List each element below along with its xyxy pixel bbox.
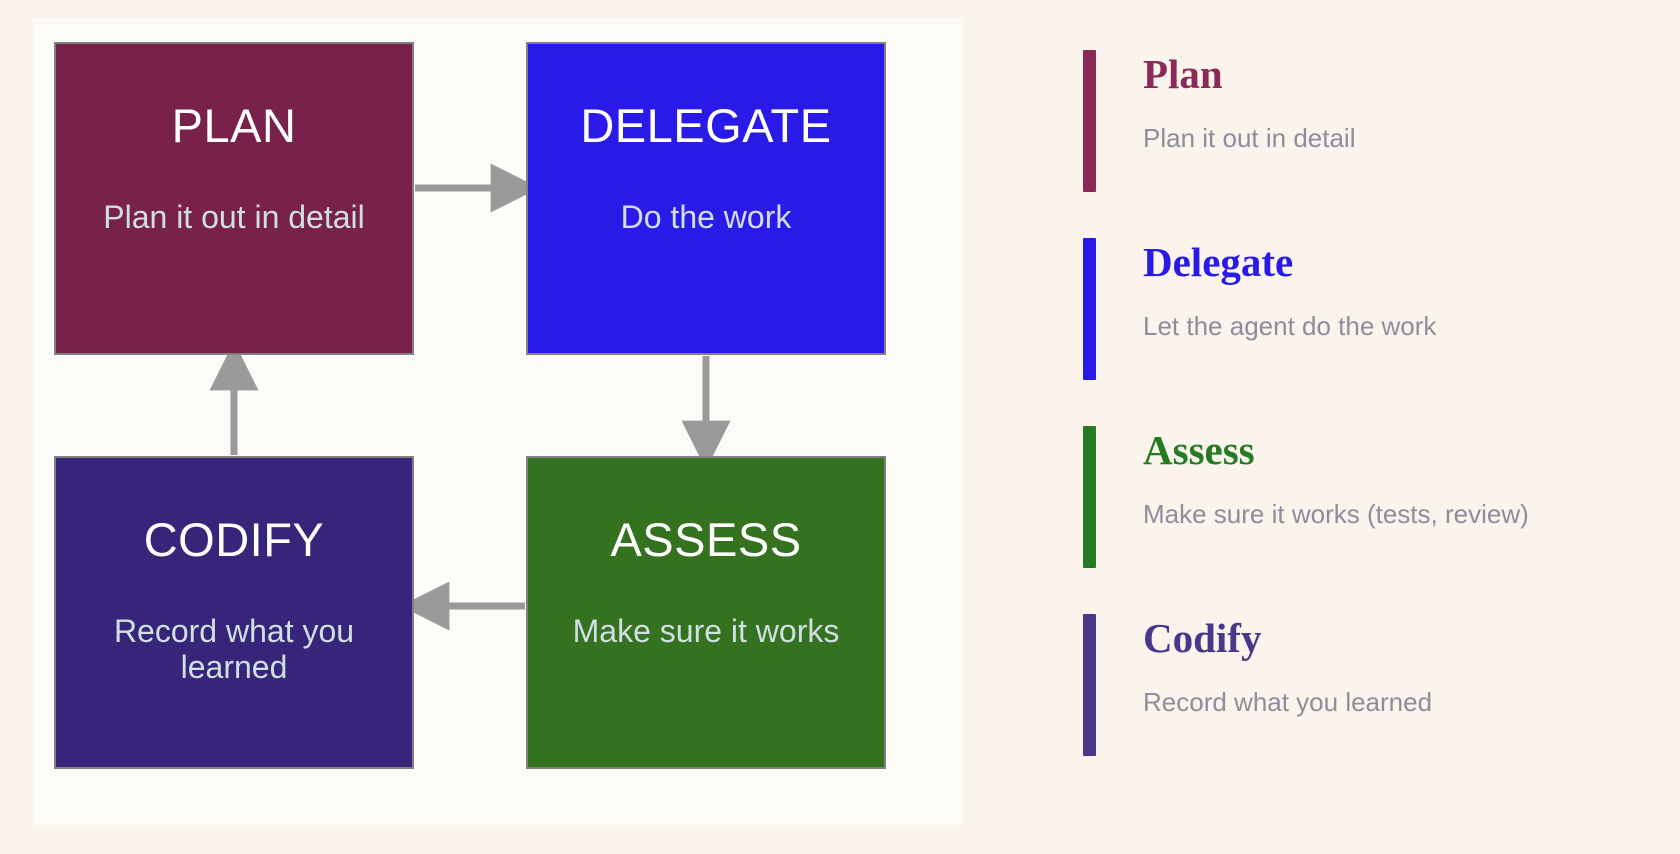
legend-item-delegate[interactable]: Delegate Let the agent do the work <box>1083 238 1436 380</box>
node-delegate-title: DELEGATE <box>580 99 832 152</box>
legend-desc-plan: Plan it out in detail <box>1143 123 1356 153</box>
node-assess[interactable]: ASSESS Make sure it works <box>526 456 886 769</box>
legend-item-codify[interactable]: Codify Record what you learned <box>1083 614 1432 756</box>
diagram-canvas: PLAN Plan it out in detail DELEGATE Do t… <box>33 18 963 825</box>
node-codify-title: CODIFY <box>143 513 325 566</box>
node-plan-title: PLAN <box>171 99 297 152</box>
legend-desc-codify: Record what you learned <box>1143 687 1433 717</box>
legend-accent-bar-assess <box>1083 426 1096 568</box>
node-plan-subtitle: Plan it out in detail <box>103 199 365 235</box>
legend-accent-bar-delegate <box>1083 238 1096 380</box>
legend-accent-bar-plan <box>1083 50 1096 192</box>
legend-accent-bar-codify <box>1083 614 1096 756</box>
legend-text-plan: Plan Plan it out in detail <box>1096 50 1355 192</box>
node-codify-subtitle: Record what you learned <box>113 613 355 686</box>
legend-title-plan: Plan <box>1143 51 1223 97</box>
legend-desc-delegate: Let the agent do the work <box>1143 311 1437 341</box>
node-assess-subtitle: Make sure it works <box>572 613 840 649</box>
legend-item-plan[interactable]: Plan Plan it out in detail <box>1083 50 1355 192</box>
legend-desc-assess: Make sure it works (tests, review) <box>1143 499 1529 529</box>
legend-item-assess[interactable]: Assess Make sure it works (tests, review… <box>1083 426 1529 568</box>
legend-title-assess: Assess <box>1143 427 1255 473</box>
legend-title-delegate: Delegate <box>1143 239 1294 285</box>
node-codify[interactable]: CODIFY Record what you learned <box>54 456 414 769</box>
node-delegate-subtitle: Do the work <box>620 199 792 235</box>
node-plan[interactable]: PLAN Plan it out in detail <box>54 42 414 355</box>
legend-panel: Plan Plan it out in detail Delegate Let … <box>1083 0 1643 854</box>
legend-text-delegate: Delegate Let the agent do the work <box>1096 238 1436 380</box>
legend-text-assess: Assess Make sure it works (tests, review… <box>1096 426 1529 568</box>
legend-title-codify: Codify <box>1143 615 1262 661</box>
legend-text-codify: Codify Record what you learned <box>1096 614 1432 756</box>
node-assess-title: ASSESS <box>610 513 802 566</box>
node-delegate[interactable]: DELEGATE Do the work <box>526 42 886 355</box>
